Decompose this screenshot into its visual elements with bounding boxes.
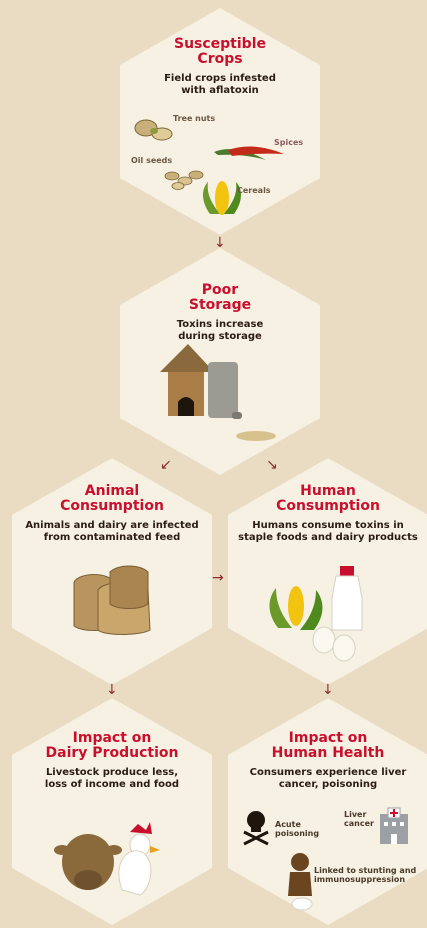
arrow-crops-storage: ↓ xyxy=(214,235,226,251)
corn-icon-human xyxy=(269,586,323,630)
skull-crossbones-icon xyxy=(243,811,269,846)
cereals-label: Cereals xyxy=(237,186,271,195)
node-human: Human Consumption Humans consume toxins … xyxy=(230,484,426,544)
hex-dairy xyxy=(12,698,212,925)
node-dairy: Impact on Dairy Production Livestock pro… xyxy=(14,731,210,791)
arrow-human-health: ↓ xyxy=(322,682,334,698)
eggs-icon xyxy=(312,626,356,662)
hospital-icon xyxy=(380,807,408,844)
liver-cancer-label: Liver cancer xyxy=(344,810,374,828)
tree-nuts-label: Tree nuts xyxy=(173,114,216,123)
spices-icon xyxy=(214,146,284,160)
milk-bottle-icon xyxy=(331,566,363,631)
animal-title: Animal Consumption xyxy=(60,483,164,514)
node-storage: Poor Storage Toxins increase during stor… xyxy=(130,283,310,343)
arrow-storage-human: ↘ xyxy=(266,457,278,473)
tree-nuts-icon xyxy=(134,119,173,141)
storage-title: Poor Storage xyxy=(188,282,252,313)
crops-desc: Field crops infested with aflatoxin xyxy=(164,73,276,96)
node-crops: Susceptible Crops Field crops infested w… xyxy=(130,37,310,97)
spices-label: Spices xyxy=(274,138,304,147)
arrow-animal-dairy: ↓ xyxy=(106,682,118,698)
health-title: Impact on Human Health xyxy=(271,730,385,761)
hex-health xyxy=(228,698,427,925)
oil-seeds-icon xyxy=(164,170,204,190)
feed-sacks-icon xyxy=(73,565,151,635)
child-icon xyxy=(288,853,313,911)
human-title: Human Consumption xyxy=(276,483,380,514)
dairy-title: Impact on Dairy Production xyxy=(45,730,179,761)
arrow-animal-human: → xyxy=(212,570,224,586)
arrow-storage-animal: ↙ xyxy=(160,457,172,473)
dairy-desc: Livestock produce less, loss of income a… xyxy=(44,767,180,790)
storage-desc: Toxins increase during storage xyxy=(176,319,264,342)
stunting-label: Linked to stunting and immunosuppression xyxy=(314,866,417,884)
storage-hut-icon xyxy=(160,344,242,419)
hex-storage xyxy=(120,248,320,475)
node-animal: Animal Consumption Animals and dairy are… xyxy=(14,484,210,544)
node-health: Impact on Human Health Consumers experie… xyxy=(230,731,426,791)
hex-human xyxy=(228,458,427,685)
crops-title: Susceptible Crops xyxy=(173,36,266,67)
acute-poisoning-label: Acute poisoning xyxy=(275,820,320,838)
cow-icon xyxy=(54,834,122,890)
human-desc: Humans consume toxins in staple foods an… xyxy=(238,520,418,543)
corn-icon xyxy=(203,181,241,215)
health-desc: Consumers experience liver cancer, poiso… xyxy=(249,767,407,790)
grain-pile-icon xyxy=(236,431,276,441)
oil-seeds-label: Oil seeds xyxy=(131,156,173,165)
animal-desc: Animals and dairy are infected from cont… xyxy=(25,520,199,543)
chicken-icon xyxy=(118,822,160,896)
